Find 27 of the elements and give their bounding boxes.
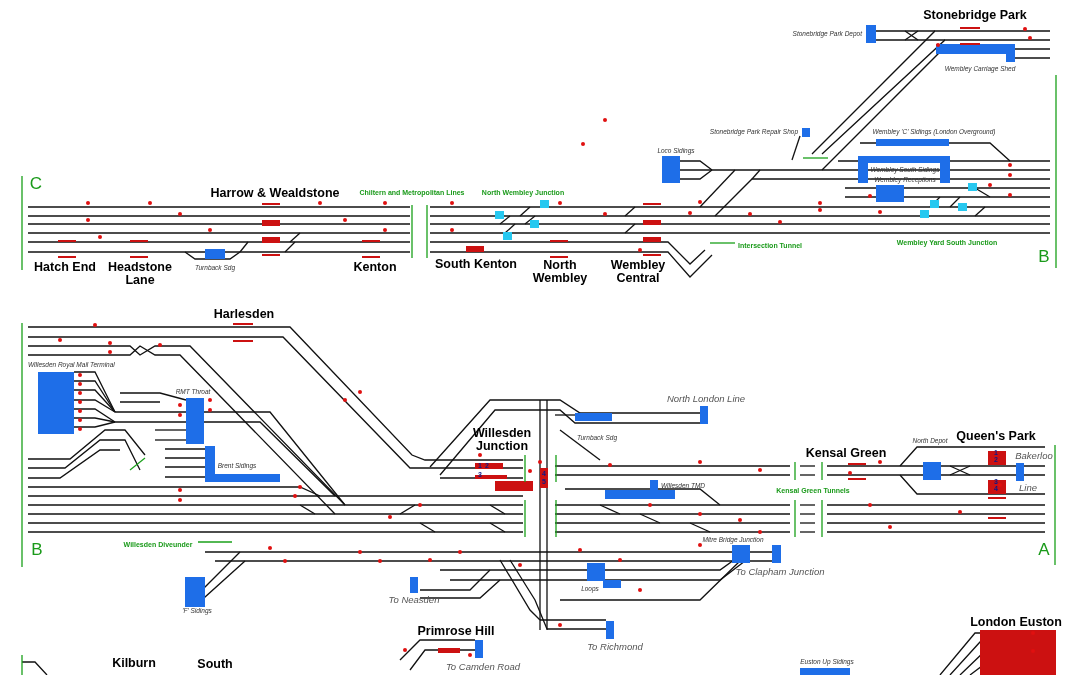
section-letter: B — [31, 541, 43, 559]
station-name: Queen's Park — [956, 430, 1036, 444]
station-name: Kensal Green — [805, 447, 887, 461]
section-letter: C — [29, 175, 43, 193]
station-name: Kilburn — [112, 657, 156, 671]
station-name: Primrose Hill — [417, 625, 495, 639]
station-name: South — [197, 658, 233, 672]
station-name: North Wembley — [531, 258, 589, 286]
destination-label: North London Line — [666, 394, 746, 404]
destination-label: Bakerloo — [1015, 451, 1053, 461]
station-name: London Euston — [970, 616, 1062, 630]
section-letter: B — [1038, 248, 1050, 266]
destination-label: To Richmond — [587, 642, 643, 652]
destination-label: Line — [1019, 483, 1037, 493]
station-name: Harlesden — [213, 308, 275, 322]
station-name: South Kenton — [435, 258, 517, 272]
destination-label: To Neasden — [388, 595, 440, 605]
station-name: Stonebridge Park — [923, 9, 1027, 23]
destination-label: To Camden Road — [445, 662, 521, 672]
station-name: Headstone Lane — [107, 260, 173, 288]
station-name: Kenton — [353, 261, 397, 275]
destination-label: To Clapham Junction — [735, 567, 825, 577]
station-name: Willesden Junction — [471, 426, 533, 454]
station-name: Harrow & Wealdstone — [210, 187, 340, 201]
station-name: Wembley Central — [609, 258, 667, 286]
station-name: Hatch End — [34, 261, 96, 275]
section-letter: A — [1038, 541, 1050, 559]
